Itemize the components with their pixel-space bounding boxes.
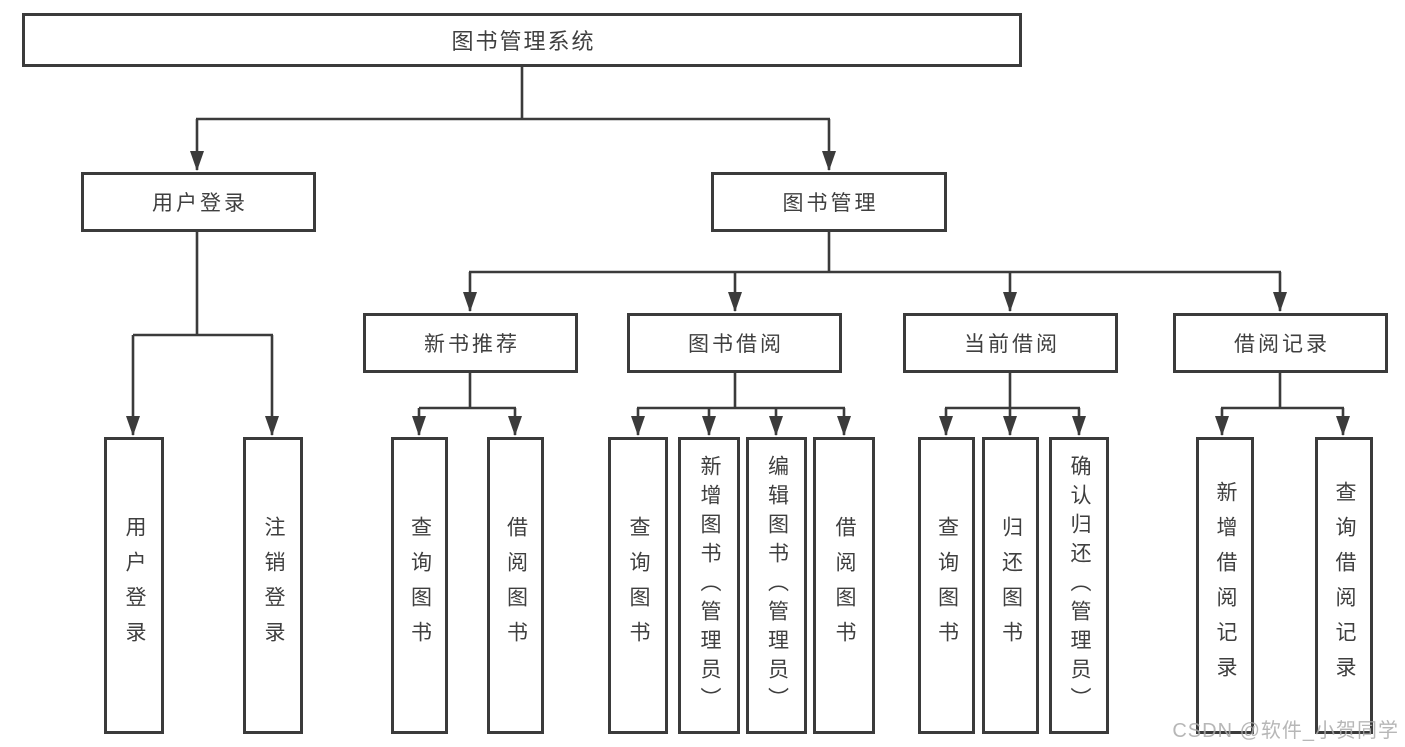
node-borrowing-records: 借阅记录 [1173,313,1388,373]
node-library-management-system: 图书管理系统 [22,13,1022,67]
node-book-borrowing: 图书借阅 [627,313,842,373]
csdn-watermark: CSDN @软件_小贺同学 [1172,720,1399,742]
leaf-user-login: 用户登录 [104,437,164,734]
node-book-management: 图书管理 [711,172,947,232]
leaf-query-books-recommend: 查询图书 [391,437,448,734]
leaf-edit-books-admin: 编辑图书（管理员） [746,437,807,734]
node-new-book-recommendation: 新书推荐 [363,313,578,373]
leaf-return-books: 归还图书 [982,437,1039,734]
leaf-query-borrow-record: 查询借阅记录 [1315,437,1373,734]
leaf-confirm-return-admin: 确认归还（管理员） [1049,437,1109,734]
leaf-borrow-books: 借阅图书 [813,437,875,734]
leaf-query-books-borrowing: 查询图书 [608,437,668,734]
leaf-borrow-books-recommend: 借阅图书 [487,437,544,734]
node-current-borrowing: 当前借阅 [903,313,1118,373]
leaf-logout: 注销登录 [243,437,303,734]
leaf-add-borrow-record: 新增借阅记录 [1196,437,1254,734]
leaf-query-books-current: 查询图书 [918,437,975,734]
leaf-add-books-admin: 新增图书（管理员） [678,437,740,734]
node-user-login: 用户登录 [81,172,316,232]
